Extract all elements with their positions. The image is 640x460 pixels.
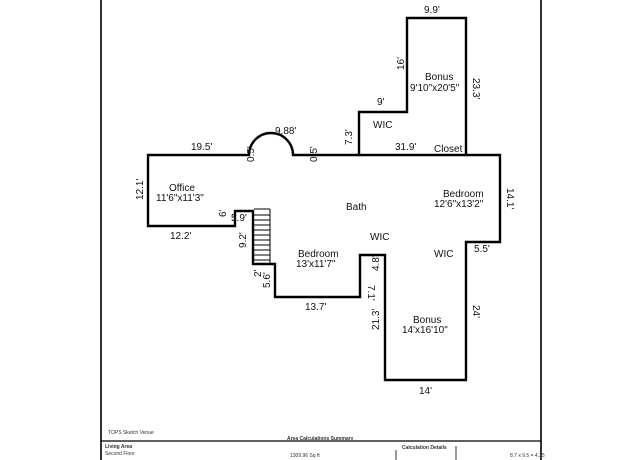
room-closet-label: Closet [434, 144, 463, 155]
dim-wic-left: 7.3' [344, 129, 355, 145]
dim-notch-lower-small: 2' [253, 269, 264, 277]
dim-office-left: 12.1' [135, 179, 146, 200]
room-bedroom-right-size: 12'6"x13'2" [434, 199, 484, 210]
dim-office-top: 19.5' [191, 142, 212, 153]
dim-center-step-b: 7.1' [365, 285, 376, 301]
room-bedroom-center-size: 13'x11'7" [296, 259, 336, 270]
dim-center-step-a: 4.8' [371, 255, 382, 271]
room-office-size: 11'6"x11'3" [156, 193, 204, 204]
room-wic-top-label: WIC [373, 120, 392, 131]
footer-calc-value: 8.7 x 9.5 = 4.35 [510, 453, 545, 459]
dim-arch: 9.88' [275, 126, 296, 137]
staircase [254, 208, 271, 263]
footer-second-floor: Second Floor [105, 451, 135, 457]
dim-stair-height: 9.2' [238, 232, 249, 248]
dim-bonus-lower-bottom: 14' [419, 386, 432, 397]
dim-bonus-left: 16' [396, 57, 407, 70]
floor-plan-outline [146, 16, 502, 382]
room-wic-center-label: WIC [370, 232, 389, 243]
dim-bonus-lower-right: 24' [470, 305, 481, 318]
dim-arch-left: 0.5' [246, 146, 257, 162]
dim-notch-lower: 5.6' [262, 272, 273, 288]
dim-bonus-right: 23.3' [470, 78, 481, 99]
footer-area-value: 1309.96 Sq ft [290, 453, 320, 459]
room-bonus-lower-size: 14'x16'10" [402, 325, 448, 336]
dim-closet-width: 31.9' [395, 142, 416, 153]
room-bonus-lower-label: Bonus [413, 315, 441, 326]
room-bedroom-right-label: Bedroom [443, 189, 484, 200]
dim-office-bottom: 12.2' [170, 231, 191, 242]
dim-arch-right: 0.5' [309, 146, 320, 162]
dim-right-upper: 14.1' [504, 188, 515, 209]
footer-summary-title: Area Calculations Summary [287, 436, 354, 442]
room-wic-right-label: WIC [434, 249, 453, 260]
room-bedroom-center-label: Bedroom [298, 249, 339, 260]
room-bonus-upper-label: Bonus [425, 72, 453, 83]
dim-bonus-top: 9.9' [424, 5, 440, 16]
room-bath-label: Bath [346, 202, 367, 213]
dim-bonus-lower-left: 21.3' [371, 309, 382, 330]
footer-calc-details: Calculation Details [402, 445, 447, 451]
dim-stair-notch: 5.9' [231, 213, 247, 224]
dim-wic-step: 9' [377, 97, 385, 108]
dim-right-step: 5.5' [474, 244, 490, 255]
footer-credit: TOPS Sketch Venue [108, 430, 154, 436]
footer-living-area: Living Area [105, 444, 132, 450]
dim-bedroom-bottom: 13.7' [305, 302, 326, 313]
room-office-label: Office [169, 183, 195, 194]
dim-stair-notch-small: 6' [218, 209, 229, 217]
room-bonus-upper-size: 9'10"x20'5" [410, 83, 460, 94]
